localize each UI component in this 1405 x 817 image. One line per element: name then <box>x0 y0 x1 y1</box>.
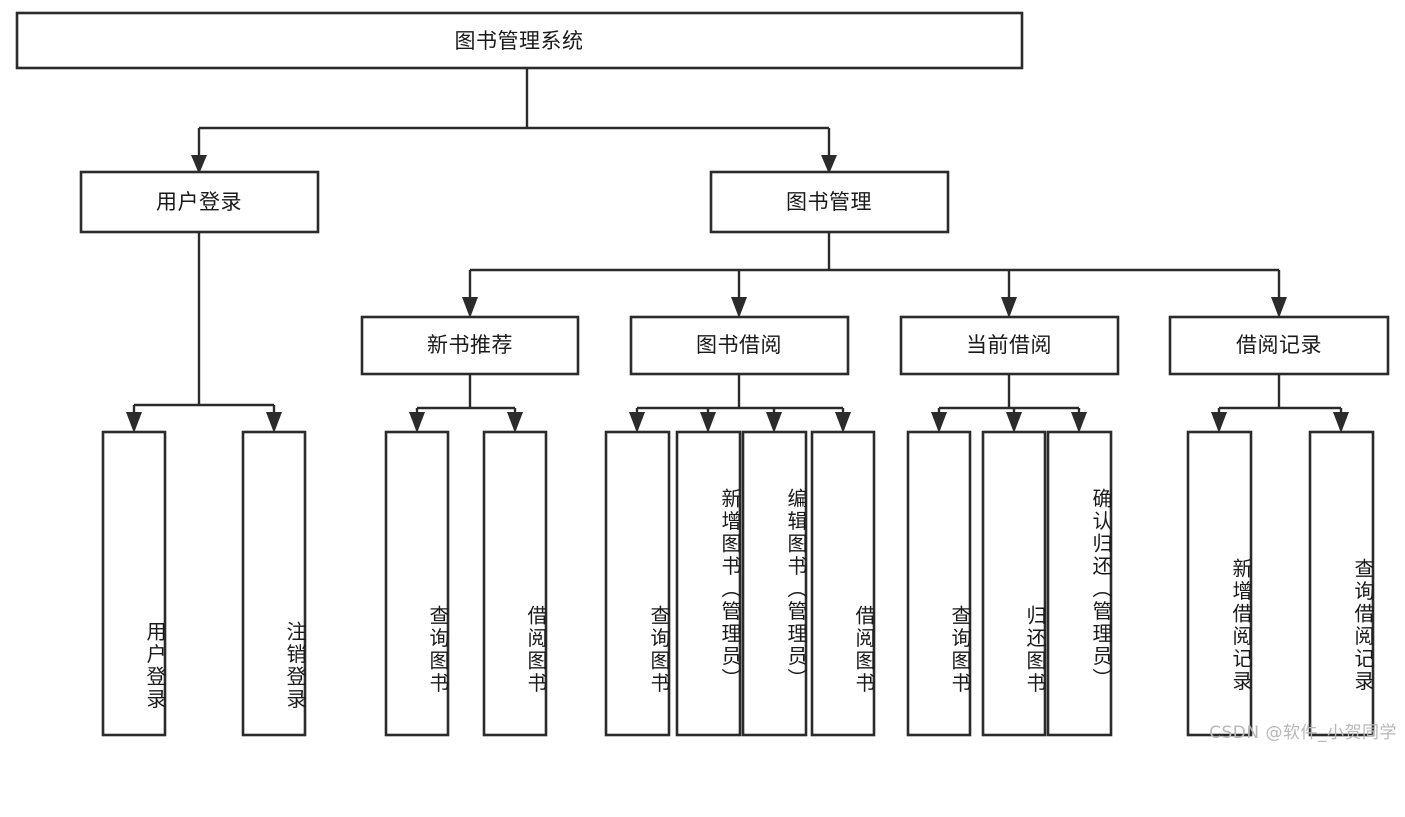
node-user-login-box[interactable] <box>79 170 320 234</box>
leaf-box-add-borrow-record[interactable] <box>1186 430 1253 737</box>
node-current-borrow[interactable]: 当前借阅 <box>899 315 1120 376</box>
node-book-borrow-box[interactable] <box>629 315 850 376</box>
leaf-box-add-book-admin[interactable] <box>675 430 742 737</box>
node-user-login-label: 用户登录 <box>156 190 242 214</box>
arrow-currentborrow-leaf1 <box>931 412 947 433</box>
arrow-newbook-leaf2 <box>507 412 523 433</box>
arrow-borrowrecord-leaf1 <box>1211 412 1227 433</box>
connector-lines <box>126 68 1349 433</box>
leaf-box-return-book[interactable] <box>981 430 1047 737</box>
node-borrow-record[interactable]: 借阅记录 <box>1168 315 1390 376</box>
node-book-management[interactable]: 图书管理 <box>709 170 950 234</box>
node-borrow-record-label: 借阅记录 <box>1236 333 1322 357</box>
leaf-box-query-book-borrow[interactable] <box>604 430 671 737</box>
functional-structure-diagram: 图书管理系统 用户登录 图书管理 新书推荐 图书借阅 当前借阅 借阅记录 <box>15 11 1397 743</box>
arrow-to-current-borrow <box>1001 297 1017 318</box>
node-current-borrow-box[interactable] <box>899 315 1120 376</box>
node-current-borrow-label: 当前借阅 <box>966 333 1052 357</box>
arrow-to-book-borrow <box>731 297 747 318</box>
arrow-newbook-leaf1 <box>409 412 425 433</box>
leaf-box-query-book-new[interactable] <box>384 430 450 737</box>
node-borrow-record-box[interactable] <box>1168 315 1390 376</box>
arrow-userlogin-leaf1 <box>126 412 142 433</box>
node-new-book-recommend-label: 新书推荐 <box>427 333 513 357</box>
arrow-bookborrow-leaf1 <box>629 412 645 433</box>
leaf-box-query-book-current[interactable] <box>906 430 972 737</box>
node-root[interactable]: 图书管理系统 <box>15 11 1024 70</box>
arrow-bookborrow-leaf3 <box>766 412 782 433</box>
leaf-box-confirm-return-admin[interactable] <box>1046 430 1113 737</box>
node-book-borrow-label: 图书借阅 <box>696 333 782 357</box>
leaf-node-boxes <box>101 430 1375 737</box>
leaf-box-borrow-book-new[interactable] <box>482 430 548 737</box>
arrow-userlogin-leaf2 <box>266 412 282 433</box>
arrow-to-book-mgmt <box>821 155 837 174</box>
leaf-box-edit-book-admin[interactable] <box>741 430 808 737</box>
node-new-book-recommend-box[interactable] <box>360 315 580 376</box>
arrow-borrowrecord-leaf2 <box>1333 412 1349 433</box>
leaf-box-user-logout[interactable] <box>241 430 307 737</box>
node-root-label: 图书管理系统 <box>455 29 584 53</box>
leaf-box-borrow-book[interactable] <box>810 430 876 737</box>
node-book-management-box[interactable] <box>709 170 950 234</box>
diagram-canvas: 图书管理系统 用户登录 图书管理 新书推荐 图书借阅 当前借阅 借阅记录 <box>15 11 1390 737</box>
arrow-currentborrow-leaf3 <box>1071 412 1087 433</box>
arrow-bookborrow-leaf4 <box>835 412 851 433</box>
node-new-book-recommend[interactable]: 新书推荐 <box>360 315 580 376</box>
arrow-currentborrow-leaf2 <box>1006 412 1022 433</box>
csdn-watermark: CSDN @软件_小贺同学 <box>1209 723 1397 743</box>
arrow-to-new-book-rec <box>462 297 478 318</box>
node-book-management-label: 图书管理 <box>786 190 872 214</box>
arrow-bookborrow-leaf2 <box>700 412 716 433</box>
node-user-login[interactable]: 用户登录 <box>79 170 320 234</box>
arrow-to-borrow-record <box>1271 297 1287 318</box>
node-root-box[interactable] <box>15 11 1024 70</box>
arrow-to-user-login <box>191 155 207 174</box>
leaf-box-user-login[interactable] <box>101 430 167 737</box>
node-book-borrow[interactable]: 图书借阅 <box>629 315 850 376</box>
leaf-box-query-borrow-record[interactable] <box>1308 430 1375 737</box>
